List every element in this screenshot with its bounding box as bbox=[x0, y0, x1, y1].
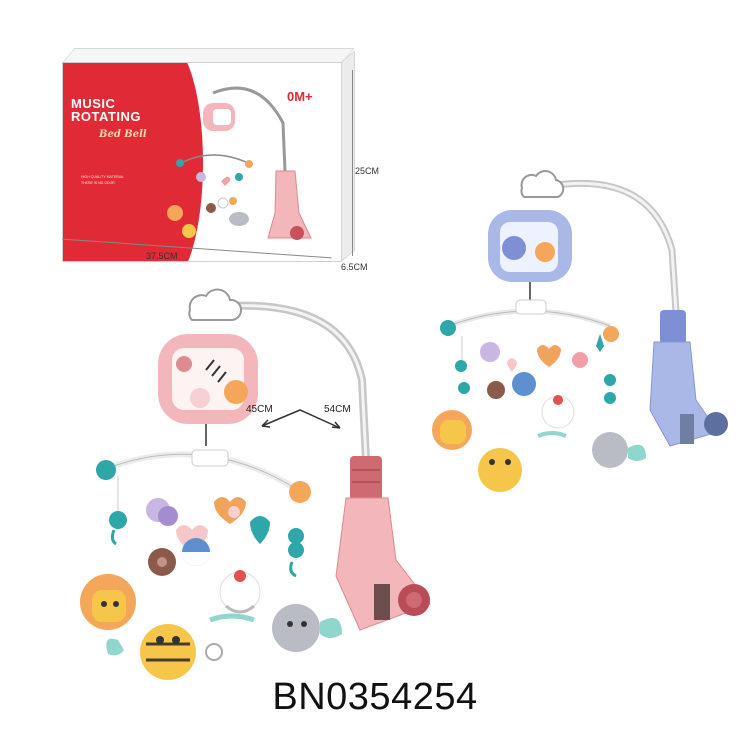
box-subtitle: Bed Bell bbox=[99, 129, 147, 140]
box-dim-height-line bbox=[352, 70, 353, 256]
box-title-line1: MUSIC bbox=[71, 96, 116, 111]
box-feature-1: HIGH QUALITY MATERIAL bbox=[81, 175, 124, 179]
box-front-face: MUSIC ROTATING Bed Bell HIGH QUALITY MAT… bbox=[62, 62, 342, 262]
product-dim-height: 45CM bbox=[246, 404, 273, 415]
box-dim-depth: 6.5CM bbox=[341, 262, 368, 272]
product-code: BN0354254 bbox=[272, 676, 478, 718]
product-dim-width: 54CM bbox=[324, 404, 351, 415]
product-box: MUSIC ROTATING Bed Bell HIGH QUALITY MAT… bbox=[62, 48, 355, 262]
box-product-illustration bbox=[167, 86, 312, 240]
box-dim-width: 37.5CM bbox=[146, 251, 178, 261]
box-age-label: 0M+ bbox=[287, 89, 313, 104]
box-feature-2: THERE IS NO ODOR bbox=[81, 181, 115, 185]
box-title-line2: ROTATING bbox=[71, 109, 141, 124]
box-title: MUSIC ROTATING bbox=[71, 97, 141, 123]
box-dim-height: 25CM bbox=[355, 166, 380, 176]
